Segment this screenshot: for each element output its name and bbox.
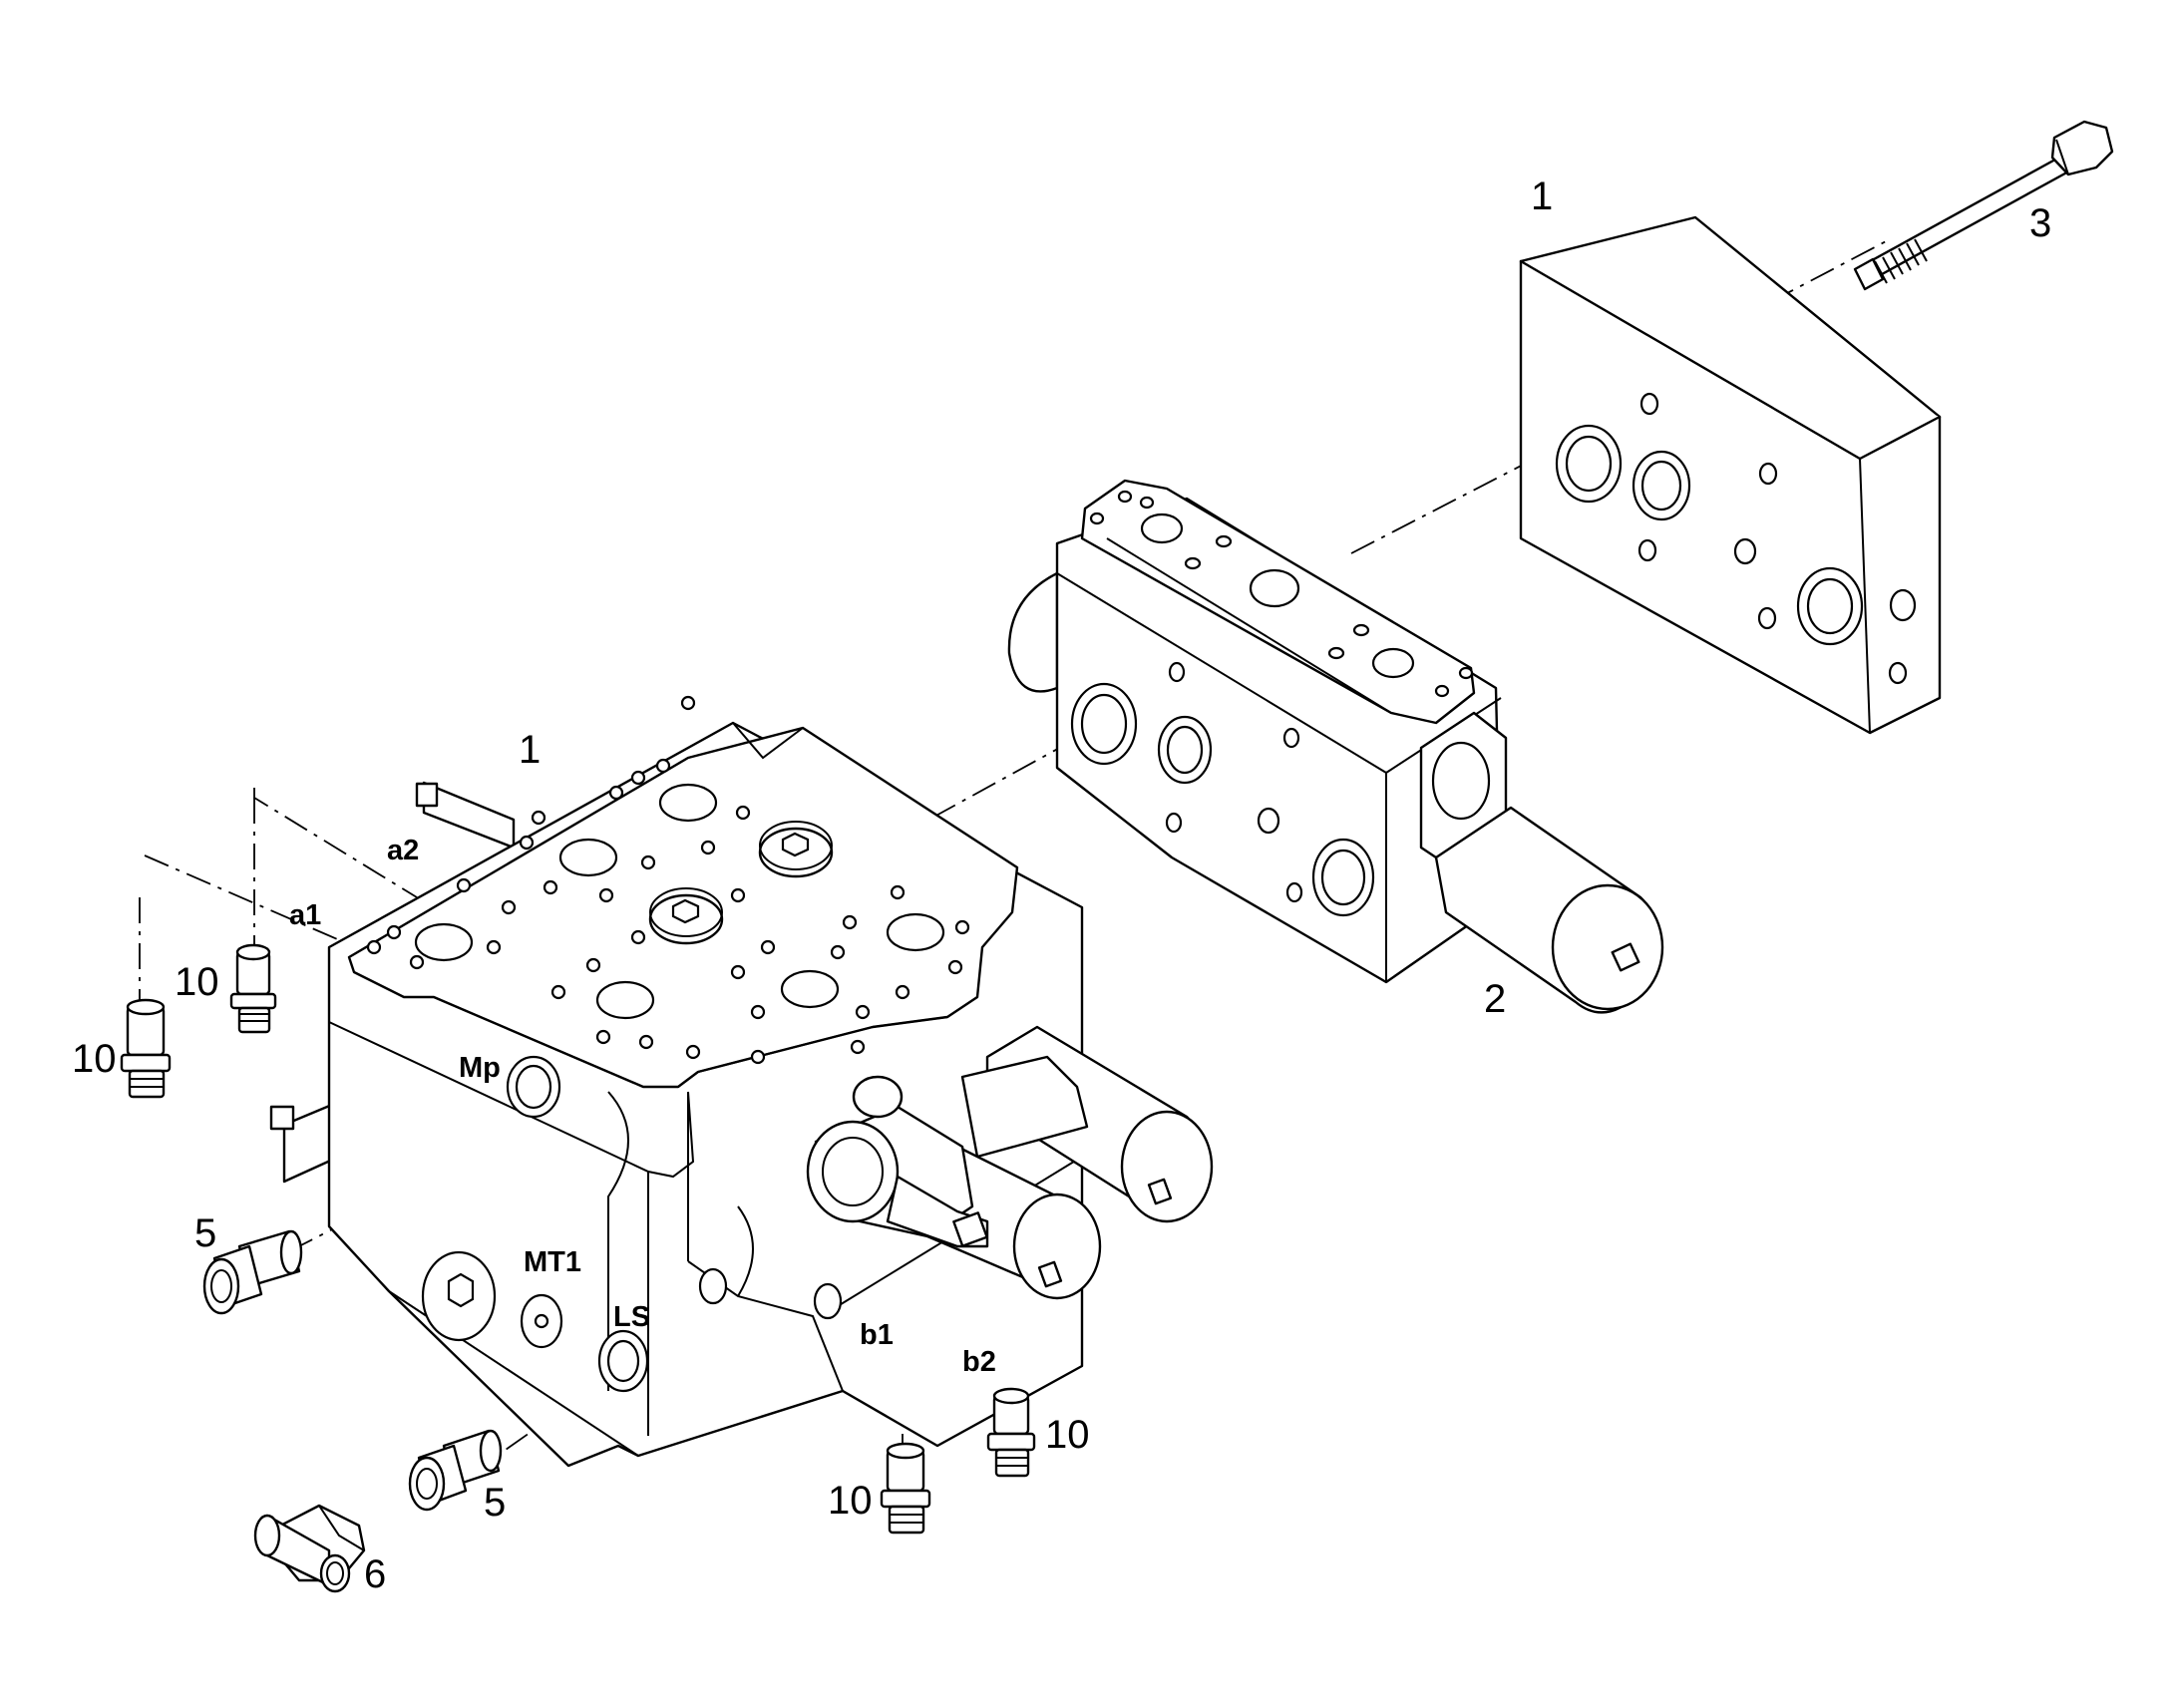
front-body-ports xyxy=(421,1055,843,1393)
port-labels: a2 a1 Mp MT1 LS b1 b2 xyxy=(289,835,996,1378)
valve-section-rear xyxy=(1519,215,1942,735)
valve-section-front xyxy=(269,695,1214,1468)
plug-a2 xyxy=(229,943,277,1034)
port-label-b2: b2 xyxy=(962,1346,996,1378)
callout-plug-a1: 10 xyxy=(72,1037,117,1081)
callout-tie-bolt: 3 xyxy=(2029,201,2051,245)
port-label-a2: a2 xyxy=(387,835,419,866)
port-label-mt1: MT1 xyxy=(524,1246,581,1278)
middle-flange-holes xyxy=(1089,490,1474,698)
callout-plug-b2: 10 xyxy=(1045,1413,1090,1457)
port-label-ls: LS xyxy=(613,1301,650,1333)
callout-valve-section-rear: 1 xyxy=(1531,174,1553,218)
bolt-axis-line xyxy=(1769,238,1891,303)
valve-section-middle xyxy=(1007,479,1664,1014)
rear-plate-ports xyxy=(1555,392,1917,685)
hex-plug-lower xyxy=(648,887,724,945)
callout-fitting-mp: 5 xyxy=(194,1211,216,1255)
front-actuators xyxy=(806,1025,1214,1300)
port-label-a1: a1 xyxy=(289,899,321,931)
tie-bolt xyxy=(1853,120,2114,291)
plug-b2 xyxy=(986,1387,1036,1478)
middle-body-ports xyxy=(1070,661,1375,917)
plug-b1 xyxy=(880,1442,931,1535)
callout-elbow: 6 xyxy=(364,1552,386,1596)
a1-leader xyxy=(144,854,375,956)
callout-labels: 1 3 1 2 10 10 5 5 6 10 10 xyxy=(72,174,2051,1596)
port-label-b1: b1 xyxy=(860,1319,894,1351)
fitting-mp xyxy=(202,1229,303,1315)
callout-fitting-ls: 5 xyxy=(484,1481,506,1525)
callout-plug-b1: 10 xyxy=(828,1479,873,1523)
front-plate-holes xyxy=(366,695,970,1065)
port-label-mp: Mp xyxy=(459,1052,501,1084)
callout-valve-section-front: 1 xyxy=(519,728,541,772)
callout-plug-a2: 10 xyxy=(175,960,219,1004)
callout-valve-section-middle: 2 xyxy=(1484,977,1506,1021)
plug-a1 xyxy=(120,998,172,1099)
elbow-fitting xyxy=(253,1504,366,1593)
hex-plug-top xyxy=(758,821,834,878)
fitting-ls xyxy=(408,1429,503,1512)
